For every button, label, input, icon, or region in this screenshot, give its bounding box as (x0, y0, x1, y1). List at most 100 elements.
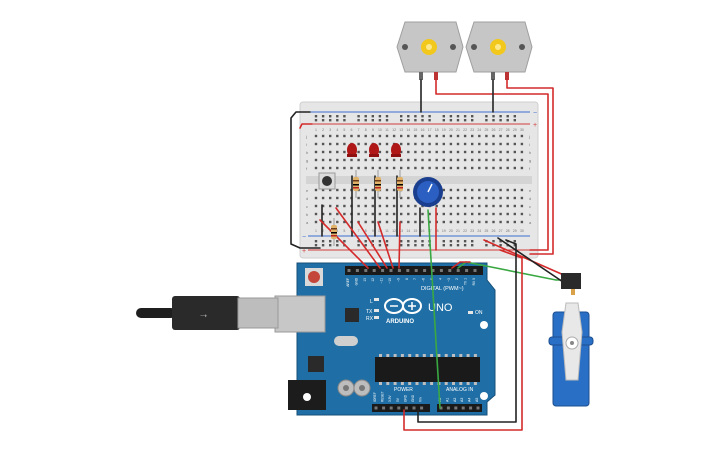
breadboard-hole[interactable] (407, 212, 410, 216)
breadboard-hole[interactable] (400, 150, 403, 154)
breadboard-hole[interactable] (421, 204, 424, 208)
breadboard-hole[interactable] (513, 142, 516, 146)
breadboard-hole[interactable] (357, 134, 360, 138)
breadboard-hole[interactable] (392, 212, 396, 216)
breadboard-hole[interactable] (513, 150, 516, 154)
breadboard-hole[interactable] (385, 220, 389, 224)
header-pin[interactable] (381, 269, 385, 272)
rail-hole[interactable] (506, 115, 509, 118)
wire-motor2-red[interactable] (506, 79, 554, 255)
breadboard-hole[interactable] (428, 212, 431, 216)
breadboard-hole[interactable] (407, 196, 410, 200)
breadboard-hole[interactable] (499, 196, 502, 200)
breadboard-hole[interactable] (485, 212, 488, 216)
rail-hole[interactable] (456, 115, 460, 118)
breadboard-hole[interactable] (378, 142, 382, 146)
breadboard-hole[interactable] (513, 188, 516, 192)
breadboard-hole[interactable] (471, 134, 474, 138)
breadboard-hole[interactable] (364, 142, 367, 146)
breadboard-hole[interactable] (435, 158, 438, 162)
wire-gnd-to-rail[interactable] (417, 239, 517, 423)
breadboard-hole[interactable] (392, 158, 396, 162)
wire-gnd-rail-loop[interactable] (290, 111, 321, 249)
breadboard-hole[interactable] (371, 220, 374, 224)
breadboard-hole[interactable] (442, 158, 445, 162)
breadboard-hole[interactable] (329, 188, 332, 192)
breadboard-hole[interactable] (456, 142, 460, 146)
breadboard-hole[interactable] (471, 204, 474, 208)
breadboard-hole[interactable] (478, 150, 481, 154)
breadboard-hole[interactable] (371, 166, 374, 170)
rail-hole[interactable] (471, 240, 474, 243)
breadboard-hole[interactable] (421, 212, 424, 216)
breadboard-hole[interactable] (400, 134, 403, 138)
breadboard-hole[interactable] (478, 212, 481, 216)
rail-hole[interactable] (364, 244, 367, 247)
breadboard-hole[interactable] (506, 158, 509, 162)
breadboard-hole[interactable] (385, 196, 389, 200)
breadboard-hole[interactable] (336, 212, 339, 216)
breadboard-hole[interactable] (435, 150, 438, 154)
breadboard-hole[interactable] (343, 166, 346, 170)
rail-hole[interactable] (449, 240, 453, 243)
breadboard-hole[interactable] (456, 158, 460, 162)
rail-hole[interactable] (442, 244, 445, 247)
usb-port[interactable] (274, 295, 326, 333)
breadboard-hole[interactable] (463, 166, 467, 170)
breadboard-hole[interactable] (371, 158, 374, 162)
rail-hole[interactable] (378, 119, 382, 122)
breadboard-hole[interactable] (520, 150, 524, 154)
breadboard-hole[interactable] (343, 188, 346, 192)
breadboard-hole[interactable] (492, 150, 495, 154)
breadboard-hole[interactable] (364, 158, 367, 162)
breadboard-hole[interactable] (456, 134, 460, 138)
rail-hole[interactable] (471, 244, 474, 247)
breadboard-hole[interactable] (421, 150, 424, 154)
resistor-1[interactable] (353, 170, 359, 198)
rail-hole[interactable] (364, 115, 367, 118)
breadboard-hole[interactable] (499, 150, 502, 154)
breadboard-hole[interactable] (442, 134, 445, 138)
breadboard-hole[interactable] (392, 166, 396, 170)
breadboard-hole[interactable] (485, 188, 488, 192)
resistor-4[interactable] (331, 218, 337, 246)
breadboard-hole[interactable] (492, 134, 495, 138)
breadboard-hole[interactable] (414, 220, 417, 224)
breadboard-hole[interactable] (492, 196, 495, 200)
breadboard-hole[interactable] (449, 196, 453, 200)
breadboard-hole[interactable] (463, 196, 467, 200)
breadboard-hole[interactable] (343, 212, 346, 216)
rail-hole[interactable] (456, 240, 460, 243)
breadboard-hole[interactable] (364, 166, 367, 170)
breadboard-hole[interactable] (478, 188, 481, 192)
reset-button[interactable] (308, 271, 320, 283)
breadboard-hole[interactable] (414, 212, 417, 216)
rail-hole[interactable] (513, 240, 516, 243)
breadboard-hole[interactable] (364, 196, 367, 200)
rail-hole[interactable] (428, 119, 431, 122)
rail-hole[interactable] (336, 240, 339, 243)
breadboard-hole[interactable] (513, 158, 516, 162)
rail-hole[interactable] (463, 119, 467, 122)
breadboard-hole[interactable] (336, 142, 339, 146)
breadboard-hole[interactable] (364, 212, 367, 216)
breadboard-hole[interactable] (513, 134, 516, 138)
breadboard-hole[interactable] (371, 188, 374, 192)
breadboard-hole[interactable] (321, 166, 325, 170)
rail-hole[interactable] (513, 119, 516, 122)
breadboard-hole[interactable] (314, 166, 318, 170)
breadboard-hole[interactable] (442, 204, 445, 208)
breadboard-hole[interactable] (364, 150, 367, 154)
rail-hole[interactable] (321, 119, 325, 122)
header-pin[interactable] (389, 269, 393, 272)
breadboard-hole[interactable] (378, 134, 382, 138)
breadboard-hole[interactable] (492, 204, 495, 208)
breadboard-hole[interactable] (492, 166, 495, 170)
breadboard-hole[interactable] (520, 204, 524, 208)
breadboard-hole[interactable] (407, 150, 410, 154)
breadboard-hole[interactable] (471, 188, 474, 192)
rail-hole[interactable] (499, 115, 502, 118)
breadboard-hole[interactable] (463, 142, 467, 146)
rail-hole[interactable] (492, 119, 495, 122)
breadboard-hole[interactable] (407, 134, 410, 138)
